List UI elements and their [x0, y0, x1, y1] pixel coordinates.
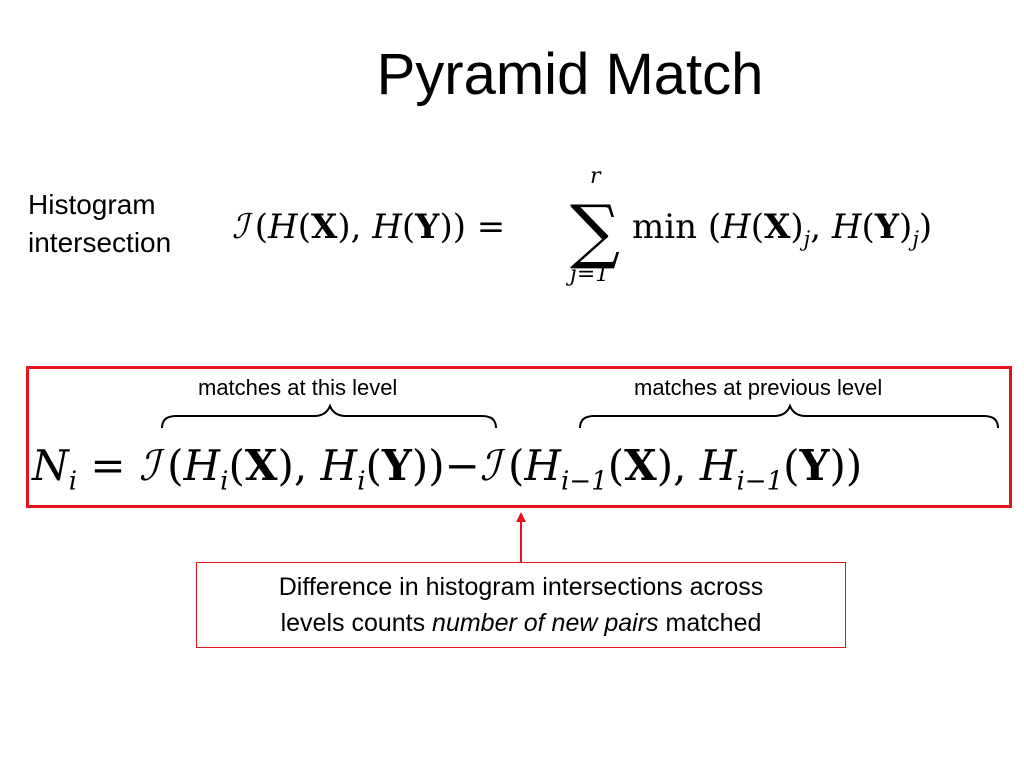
histogram-intersection-label: Histogram intersection	[28, 186, 171, 262]
callout-line-2: levels counts number of new pairs matche…	[280, 609, 762, 637]
callout-emphasis: number of new pairs	[432, 609, 659, 637]
slide-title: Pyramid Match	[376, 42, 764, 107]
explanation-callout: Difference in histogram intersections ac…	[196, 562, 846, 648]
highlight-box	[26, 366, 1012, 508]
brace-label-previous-level: matches at previous level	[634, 375, 883, 400]
eq1-rhs: min (H(X)j, H(Y)j)	[632, 207, 933, 251]
arrow-head	[516, 512, 526, 522]
label-line-1: Histogram	[28, 189, 156, 220]
callout-line-1: Difference in histogram intersections ac…	[278, 573, 764, 601]
summation-symbol: ∑	[570, 190, 620, 272]
brace-label-this-level: matches at this level	[198, 375, 398, 400]
histogram-intersection-equation: ℐ (H(X), H(Y)) = r ∑ j=1 min (H(X)j, H(Y…	[232, 160, 1002, 300]
label-line-2: intersection	[28, 227, 172, 258]
eq1-lhs: ℐ (H(X), H(Y)) =	[232, 207, 506, 247]
level-difference-equation: Ni = ℐ (Hi(X), Hi(Y))−ℐ (Hi−1(X), Hi−1(Y…	[32, 441, 863, 497]
sum-lower-limit: j=1	[570, 262, 610, 287]
sum-upper-limit: r	[590, 164, 601, 189]
